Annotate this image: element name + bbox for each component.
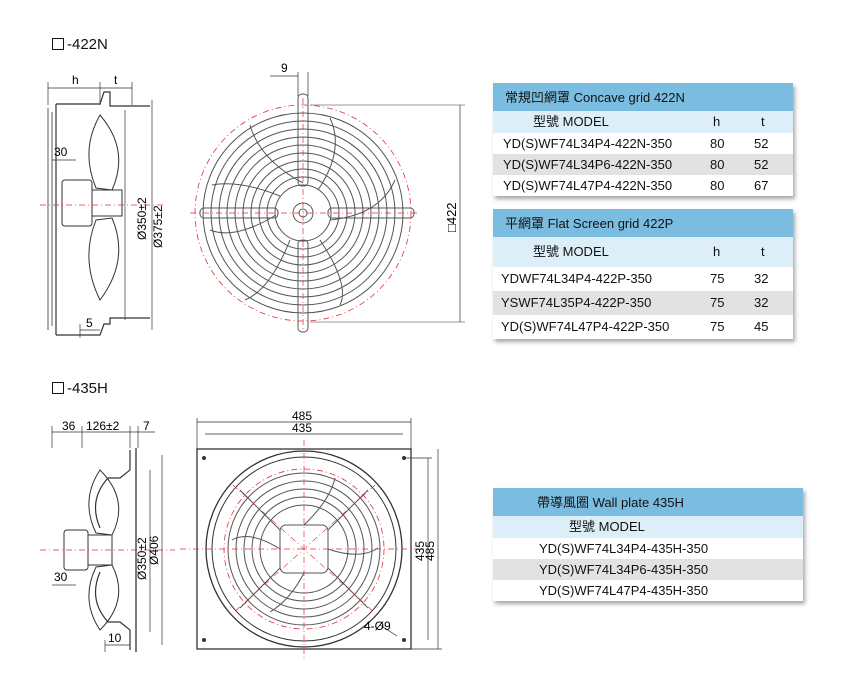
col-model: 型號 MODEL	[533, 244, 609, 259]
table-row: YD(S)WF74L47P4-422N-350 80 67	[493, 175, 793, 196]
cell-t: 52	[754, 157, 769, 172]
dim-w485: 485	[292, 409, 312, 423]
col-model: 型號 MODEL	[533, 114, 609, 129]
cell-h: 75	[710, 271, 725, 286]
cell-model: YD(S)WF74L34P4-422N-350	[503, 136, 673, 151]
col-model: 型號 MODEL	[569, 519, 645, 534]
cell-model: YD(S)WF74L34P6-422N-350	[503, 157, 673, 172]
table-wall-plate-435h: 帶導風圈 Wall plate 435H 型號 MODEL YD(S)WF74L…	[493, 488, 803, 601]
section-title-422n: -422N	[52, 36, 108, 53]
cell-t: 67	[754, 178, 769, 193]
dim-d375: Ø375±2	[151, 205, 165, 248]
dim-5: 5	[86, 316, 93, 330]
col-t: t	[761, 114, 765, 129]
cell-model: YD(S)WF74L34P6-435H-350	[539, 562, 709, 577]
dim-30: 30	[54, 145, 68, 159]
dim-10: 10	[108, 631, 122, 645]
table-row: YD(S)WF74L34P4-422N-350 80 52	[493, 133, 793, 154]
table-title: 平網罩 Flat Screen grid 422P	[493, 209, 793, 237]
cell-h: 75	[710, 319, 725, 334]
col-t: t	[761, 244, 765, 259]
cell-h: 80	[710, 178, 725, 193]
table-header-row: 型號 MODEL h t	[493, 237, 793, 267]
dim-h: h	[72, 73, 79, 87]
dim-v435: 435	[413, 541, 427, 561]
cell-t: 52	[754, 136, 769, 151]
table-title: 帶導風圈 Wall plate 435H	[493, 488, 803, 516]
front-view-422n	[190, 72, 465, 333]
table-header-row: 型號 MODEL h t	[493, 111, 793, 133]
col-h: h	[713, 114, 721, 129]
side-view-422n	[40, 82, 165, 338]
dim-7: 7	[143, 419, 150, 433]
cell-t: 32	[754, 271, 769, 286]
table-row: YDWF74L34P4-422P-350 75 32	[493, 267, 793, 291]
dim-sq422: □422	[444, 202, 459, 232]
table-row: YD(S)WF74L34P4-435H-350	[493, 538, 803, 559]
cell-t: 45	[754, 319, 769, 334]
section-title-435h: -435H	[52, 380, 108, 397]
table-row: YD(S)WF74L47P4-422P-350 75 45	[493, 315, 793, 339]
cell-model: YD(S)WF74L47P4-422N-350	[503, 178, 673, 193]
dim-d350: Ø350±2	[135, 197, 149, 240]
table-title: 常規凹網罩 Concave grid 422N	[493, 83, 793, 111]
table-row: YD(S)WF74L34P6-422N-350 80 52	[493, 154, 793, 175]
square-icon	[52, 382, 64, 394]
dim-v485: 485	[423, 541, 437, 561]
dim-30-435h: 30	[54, 570, 68, 584]
dim-d406: Ø406	[147, 535, 161, 565]
dim-t: t	[114, 73, 118, 87]
cell-h: 75	[710, 295, 725, 310]
cell-model: YD(S)WF74L47P4-422P-350	[501, 319, 670, 334]
dim-d350-435h: Ø350±2	[135, 537, 149, 580]
table-header-row: 型號 MODEL	[493, 516, 803, 538]
cell-model: YD(S)WF74L34P4-435H-350	[539, 541, 709, 556]
square-icon	[52, 38, 64, 50]
cell-model: YSWF74L35P4-422P-350	[501, 295, 652, 310]
table-concave-grid-422n: 常規凹網罩 Concave grid 422N 型號 MODEL h t YD(…	[493, 83, 793, 196]
cell-model: YDWF74L34P4-422P-350	[501, 271, 653, 286]
cell-h: 80	[710, 136, 725, 151]
cell-h: 80	[710, 157, 725, 172]
dim-9: 9	[281, 61, 288, 75]
cell-t: 32	[754, 295, 769, 310]
dim-126: 126±2	[86, 419, 120, 433]
col-h: h	[713, 244, 721, 259]
table-flat-screen-grid-422p: 平網罩 Flat Screen grid 422P 型號 MODEL h t Y…	[493, 209, 793, 339]
dim-36: 36	[62, 419, 76, 433]
table-row: YSWF74L35P4-422P-350 75 32	[493, 291, 793, 315]
front-view-435h	[180, 418, 442, 660]
table-row: YD(S)WF74L34P6-435H-350	[493, 559, 803, 580]
table-row: YD(S)WF74L47P4-435H-350	[493, 580, 803, 601]
dim-w435: 435	[292, 421, 312, 435]
cell-model: YD(S)WF74L47P4-435H-350	[539, 583, 709, 598]
dim-holes: 4-Ø9	[364, 619, 391, 633]
side-view-435h	[40, 426, 175, 652]
